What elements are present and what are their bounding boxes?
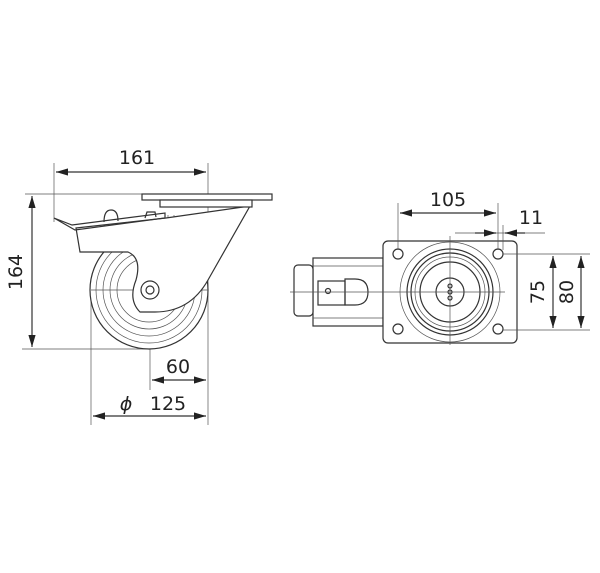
bolt-hole [492, 323, 504, 335]
dim-plate-height: 80 [556, 280, 578, 304]
axle-nut [140, 280, 160, 300]
brake-pedal [293, 264, 314, 317]
dim-wheel-diameter: 125 [150, 393, 186, 415]
brake-lever [53, 212, 166, 231]
top-view: 105 11 75 80 [290, 189, 590, 345]
dim-overall-width: 161 [119, 147, 155, 169]
diameter-symbol: ϕ [120, 393, 133, 415]
side-view: 161 164 60 ϕ 125 [5, 147, 273, 425]
fork [75, 205, 252, 313]
dim-overall-height: 164 [5, 254, 27, 290]
bolt-hole [392, 323, 404, 335]
dim-offset: 60 [166, 356, 190, 378]
dim-bolt-spacing-x: 105 [430, 189, 466, 211]
top-plate [141, 193, 273, 201]
dim-bolt-spacing-y: 75 [527, 280, 549, 304]
dim-bolt-hole: 11 [519, 207, 543, 229]
